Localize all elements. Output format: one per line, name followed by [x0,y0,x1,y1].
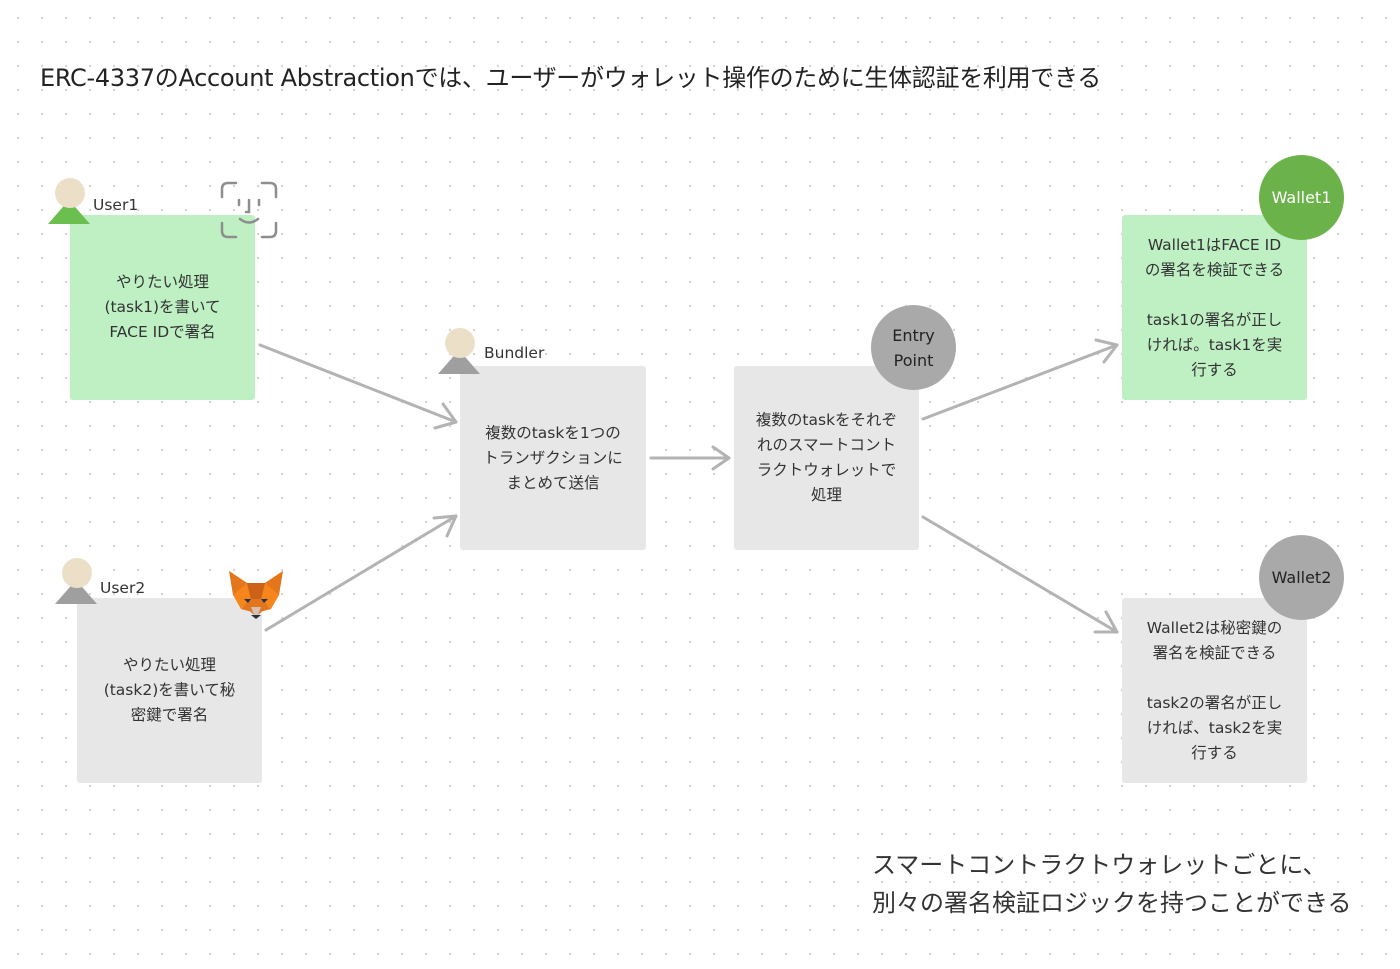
user2-avatar-icon [55,558,97,606]
face-id-icon [220,181,278,239]
wallet1-card: Wallet1はFACE ID の署名を検証できる task1の署名が正し けれ… [1122,215,1307,400]
footer-note: スマートコントラクトウォレットごとに、 別々の署名検証ロジックを持つことができる [872,851,1352,917]
user2-label: User2 [100,579,146,597]
entry-point-badge: Entry Point [871,305,956,390]
arrow-entrypoint-to-wallet2 [921,515,1119,634]
user1-label: User1 [93,196,139,214]
bundler-card: 複数のtaskを1つの トランザクションに まとめて送信 [460,366,646,550]
entry-point-card: 複数のtaskをそれぞ れのスマートコント ラクトウォレットで 処理 [734,366,919,550]
arrow-entrypoint-to-wallet1 [921,338,1119,421]
arrow-user2-to-bundler [264,514,458,632]
user1-avatar-icon [48,178,90,226]
wallet2-badge: Wallet2 [1259,535,1344,620]
wallet1-badge: Wallet1 [1259,155,1344,240]
metamask-fox-icon [229,571,283,619]
user1-card: やりたい処理 (task1)を書いて FACE IDで署名 [70,215,255,400]
arrow-user1-to-bundler [258,343,458,430]
bundler-avatar-icon [438,328,480,376]
diagram-title: ERC-4337のAccount Abstractionでは、ユーザーがウォレッ… [40,64,1101,92]
arrow-bundler-to-entrypoint [649,445,731,471]
wallet2-card: Wallet2は秘密鍵の 署名を検証できる task2の署名が正し ければ、ta… [1122,598,1307,783]
user2-card: やりたい処理 (task2)を書いて秘 密鍵で署名 [77,598,262,783]
bundler-label: Bundler [484,344,545,362]
